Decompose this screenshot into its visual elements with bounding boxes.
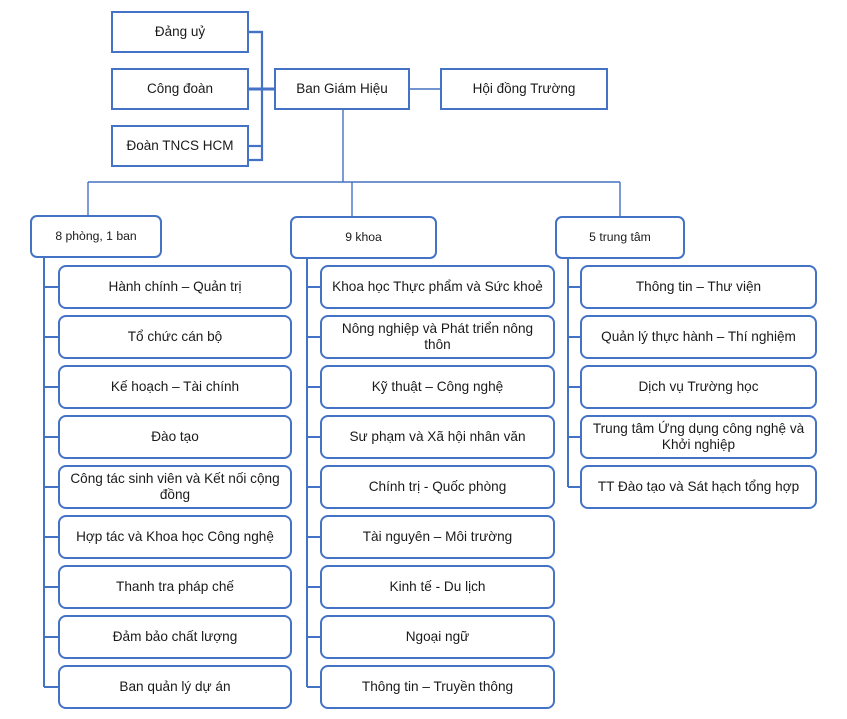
column-header-phong-ban[interactable]: 8 phòng, 1 ban [30,215,162,258]
node-cong-doan[interactable]: Công đoàn [111,68,249,110]
node-label: Kế hoạch – Tài chính [110,378,240,394]
node-label: Thông tin – Truyền thông [361,678,514,694]
node-khoa-item-4[interactable]: Chính trị - Quốc phòng [320,465,555,509]
node-phong-ban-item-4[interactable]: Công tác sinh viên và Kết nối cộng đồng [58,465,292,509]
node-ban-giam-hieu-label: Ban Giám Hiệu [296,81,388,97]
node-label: Ban quản lý dự án [119,678,231,694]
node-cong-doan-label: Công đoàn [146,81,214,97]
node-khoa-item-6[interactable]: Kinh tế - Du lịch [320,565,555,609]
node-phong-ban-item-8[interactable]: Ban quản lý dự án [58,665,292,709]
node-label: Khoa học Thực phẩm và Sức khoẻ [332,278,543,294]
node-phong-ban-item-3[interactable]: Đào tạo [58,415,292,459]
node-khoa-item-0[interactable]: Khoa học Thực phẩm và Sức khoẻ [320,265,555,309]
node-trung-tam-item-1[interactable]: Quản lý thực hành – Thí nghiệm [580,315,817,359]
node-label: Kỹ thuật – Công nghệ [371,378,504,394]
node-label: Thông tin – Thư viện [635,278,762,294]
node-khoa-item-8[interactable]: Thông tin – Truyền thông [320,665,555,709]
node-khoa-item-3[interactable]: Sư phạm và Xã hội nhân văn [320,415,555,459]
node-khoa-item-2[interactable]: Kỹ thuật – Công nghệ [320,365,555,409]
node-dang-uy-label: Đảng uỷ [154,24,206,40]
node-label: Dịch vụ Trường học [638,378,759,394]
node-trung-tam-item-4[interactable]: TT Đào tạo và Sát hạch tổng hợp [580,465,817,509]
node-phong-ban-item-6[interactable]: Thanh tra pháp chế [58,565,292,609]
node-label: Thanh tra pháp chế [116,578,234,594]
node-phong-ban-item-1[interactable]: Tổ chức cán bộ [58,315,292,359]
column-header-trung-tam[interactable]: 5 trung tâm [555,216,685,259]
node-label: Nông nghiệp và Phát triển nông thôn [341,320,534,352]
node-label: Quản lý thực hành – Thí nghiệm [601,328,796,344]
node-label: Đảm bảo chất lượng [112,628,238,644]
node-phong-ban-item-0[interactable]: Hành chính – Quản trị [58,265,292,309]
node-label: Kinh tế - Du lịch [389,578,486,594]
node-dang-uy[interactable]: Đảng uỷ [111,11,249,53]
column-header-khoa[interactable]: 9 khoa [290,216,437,259]
node-phong-ban-item-2[interactable]: Kế hoạch – Tài chính [58,365,292,409]
node-label: TT Đào tạo và Sát hạch tổng hợp [597,478,800,494]
node-doan-tncs-hcm[interactable]: Đoàn TNCS HCM [111,125,249,167]
node-phong-ban-item-7[interactable]: Đảm bảo chất lượng [58,615,292,659]
node-ban-giam-hieu[interactable]: Ban Giám Hiệu [274,68,410,110]
column-header-label: 8 phòng, 1 ban [55,229,137,244]
node-phong-ban-item-5[interactable]: Hợp tác và Khoa học Công nghệ [58,515,292,559]
node-label: Đào tạo [151,428,199,444]
node-label: Trung tâm Ứng dụng công nghệ và Khởi ngh… [592,420,805,452]
column-header-label: 9 khoa [345,230,382,245]
node-hoi-dong-truong[interactable]: Hội đồng Trường [440,68,608,110]
node-trung-tam-item-3[interactable]: Trung tâm Ứng dụng công nghệ và Khởi ngh… [580,415,817,459]
node-label: Sư phạm và Xã hội nhân văn [349,428,526,444]
node-label: Chính trị - Quốc phòng [368,478,507,494]
node-khoa-item-5[interactable]: Tài nguyên – Môi trường [320,515,555,559]
column-header-label: 5 trung tâm [589,230,651,245]
node-label: Hành chính – Quản trị [108,278,242,294]
node-hoi-dong-truong-label: Hội đồng Trường [472,81,576,97]
node-label: Tổ chức cán bộ [127,328,223,344]
node-trung-tam-item-0[interactable]: Thông tin – Thư viện [580,265,817,309]
node-khoa-item-7[interactable]: Ngoại ngữ [320,615,555,659]
node-khoa-item-1[interactable]: Nông nghiệp và Phát triển nông thôn [320,315,555,359]
node-label: Hợp tác và Khoa học Công nghệ [76,528,274,544]
node-label: Tài nguyên – Môi trường [362,528,513,544]
node-label: Ngoại ngữ [405,628,470,644]
node-doan-tncs-hcm-label: Đoàn TNCS HCM [126,138,234,154]
node-label: Công tác sinh viên và Kết nối cộng đồng [70,470,280,502]
node-trung-tam-item-2[interactable]: Dịch vụ Trường học [580,365,817,409]
